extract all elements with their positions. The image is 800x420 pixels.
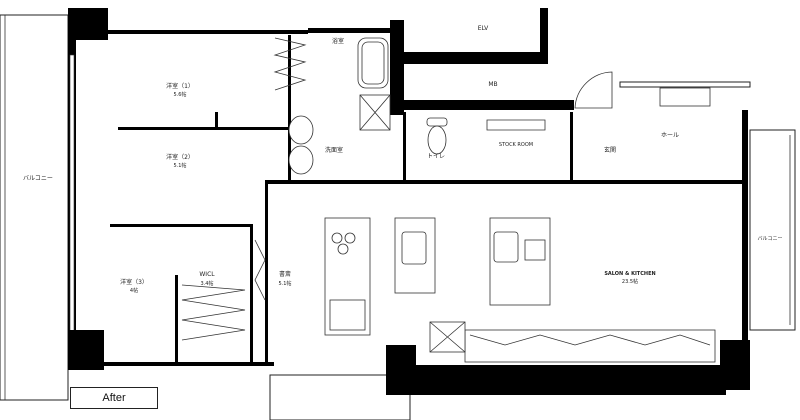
washbasin-icon xyxy=(288,115,314,145)
balcony-right: バルコニー xyxy=(749,129,796,331)
bathtub xyxy=(357,37,389,89)
bedroom2-size: 5.1帖 xyxy=(174,162,187,169)
island-counter xyxy=(489,217,551,306)
study-size: 5.1帖 xyxy=(279,280,292,287)
study-name: 書斎 xyxy=(279,270,291,278)
storage-counter xyxy=(464,329,716,363)
salon-name: SALON & KITCHEN xyxy=(604,271,655,277)
bath-name: 浴室 xyxy=(332,37,344,45)
wicl-size: 3.4帖 xyxy=(201,280,214,287)
bedroom3-name: 洋室（3） xyxy=(120,278,148,286)
bedroom1-name: 洋室（1） xyxy=(166,82,194,90)
mb-label: MB xyxy=(488,81,497,88)
toilet-name: トイレ xyxy=(427,153,445,160)
walls xyxy=(68,8,751,420)
entrance-door[interactable] xyxy=(574,71,613,109)
hall-name: ホール xyxy=(661,132,679,139)
balcony-right-label: バルコニー xyxy=(758,236,783,242)
entrance-name: 玄関 xyxy=(604,146,616,154)
bedroom3-size: 4帖 xyxy=(130,287,138,294)
wicl-name: WICL xyxy=(199,271,215,278)
bedroom2-name: 洋室（2） xyxy=(166,153,194,161)
stock-room-name: STOCK ROOM xyxy=(499,142,533,148)
toilet-icon xyxy=(426,117,448,155)
bedroom1-size: 5.6帖 xyxy=(174,91,187,98)
closet-hatching xyxy=(181,37,307,341)
kitchen-counter xyxy=(324,217,371,336)
washroom-name: 洗面室 xyxy=(325,146,343,154)
washbasin-icon xyxy=(288,145,314,175)
salon-size: 23.5帖 xyxy=(622,278,638,285)
elv-label: ELV xyxy=(478,25,489,32)
balcony-left: バルコニー xyxy=(0,14,69,401)
stage-label: After xyxy=(70,387,158,409)
balcony-left-label: バルコニー xyxy=(23,175,53,182)
room-labels: 洋室（1） 5.6帖 洋室（2） 5.1帖 洋室（3） 4帖 WICL 3.4帖… xyxy=(120,37,679,294)
island-counter xyxy=(394,217,436,294)
